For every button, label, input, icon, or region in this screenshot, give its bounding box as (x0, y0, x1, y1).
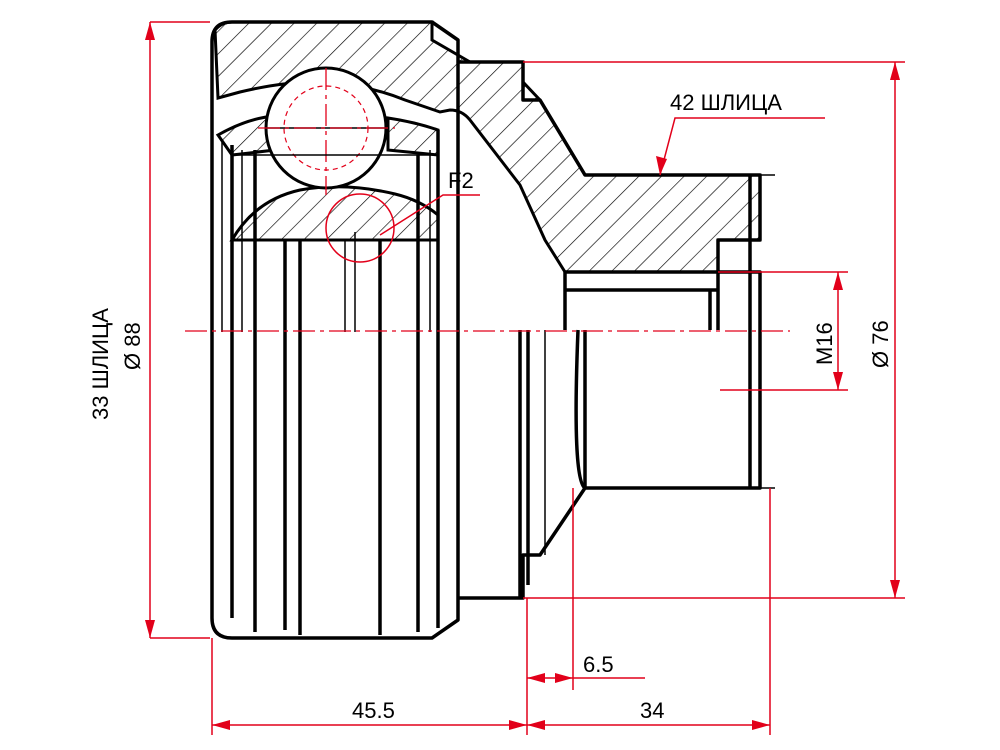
labels: 42 ШЛИЦА F2 33 ШЛИЦА Ø 88 M16 Ø 76 6.5 4… (88, 90, 893, 723)
label-6-5: 6.5 (583, 652, 614, 677)
label-45-5: 45.5 (352, 698, 395, 723)
ball-section (232, 66, 438, 241)
housing-outline (210, 20, 775, 640)
stem-outline (563, 272, 587, 490)
label-f2: F2 (448, 168, 474, 193)
dimensions (145, 21, 905, 735)
label-dia-76: Ø 76 (868, 320, 893, 368)
bell-outer (210, 20, 460, 640)
inner-race-hatch (229, 185, 440, 242)
label-34: 34 (640, 698, 664, 723)
label-m16: M16 (812, 322, 837, 365)
label-dia-88: Ø 88 (120, 322, 145, 370)
label-33-splines: 33 ШЛИЦА (88, 308, 113, 420)
neck-outline-lower (458, 330, 762, 600)
label-42-splines: 42 ШЛИЦА (670, 90, 782, 115)
cage-hatch-right (386, 116, 440, 157)
